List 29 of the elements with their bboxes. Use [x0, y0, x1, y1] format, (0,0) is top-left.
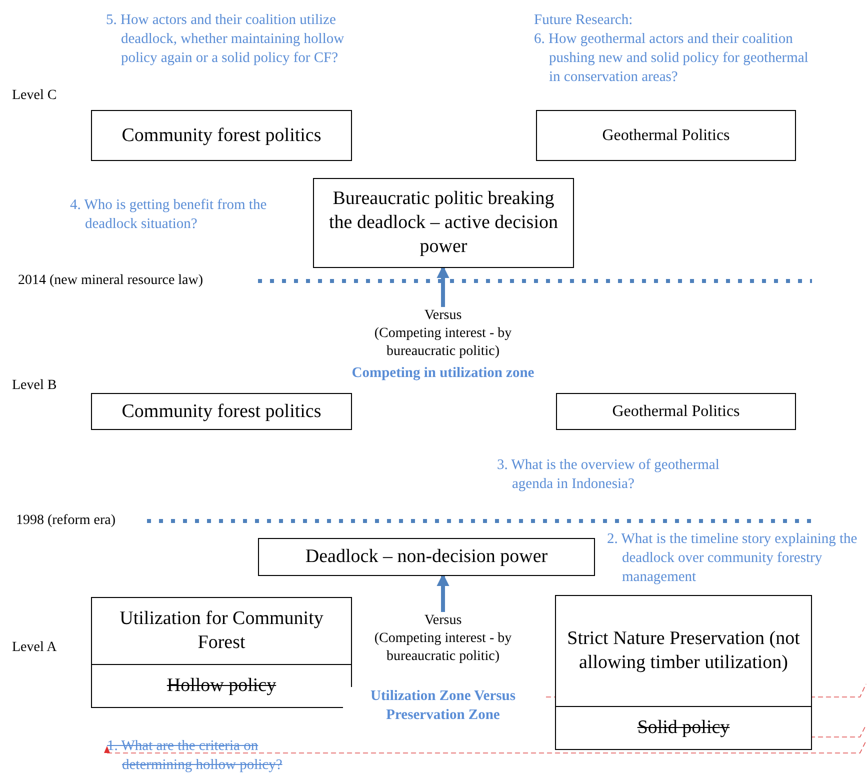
box-heading: Strict Nature Preservation (not allowing timber utilization)	[566, 627, 801, 675]
text-box: Community forest politics	[91, 393, 352, 430]
annotation-text: Competing in utilization zone	[350, 364, 536, 383]
annotation-text: 4. Who is getting benefit from the deadlock situation?	[70, 196, 268, 234]
annotation-text: Level A	[12, 639, 58, 657]
box-heading: Utilization for Community Forest	[118, 607, 324, 655]
policy-text: Hollow policy	[166, 674, 276, 698]
annotation-text: 3. What is the overview of geothermal agenda in Indonesia?	[497, 456, 720, 494]
split-box	[91, 597, 352, 708]
policy-text: Solid policy	[637, 716, 730, 740]
split-box	[555, 595, 812, 750]
text-box: Deadlock – non-decision power	[258, 538, 595, 576]
annotation-text: Level C	[12, 87, 58, 105]
versus-text: (Competing interest - by bureaucratic politic)	[373, 630, 513, 666]
annotation-text: 5. How actors and their coalition utilize deadlock, whether maintaining hollow policy again or a solid policy for CF?	[106, 11, 346, 68]
versus-text: Versus	[424, 612, 462, 630]
annotation-text: 1998 (reform era)	[16, 512, 117, 530]
annotation-text: 1. What are the criteria on determining hollow policy?	[107, 737, 284, 773]
text-box: Bureaucratic politic breaking the deadlock – active decision power	[313, 178, 574, 268]
versus-text: (Competing interest - by bureaucratic politic)	[373, 325, 513, 361]
annotation-text: 6. How geothermal actors and their coalition pushing new and solid policy for geothermal in conservation areas?	[534, 30, 810, 87]
text-box: Community forest politics	[91, 110, 352, 161]
annotation-text: Future Research:	[534, 11, 634, 30]
annotation-text: Level B	[12, 377, 58, 395]
text-box: Geothermal Politics	[556, 393, 796, 430]
annotation-text: 2014 (new mineral resource law)	[18, 272, 204, 290]
versus-text: Versus	[424, 307, 462, 325]
text-box: Geothermal Politics	[536, 110, 796, 161]
annotation-text: 2. What is the timeline story explaining the deadlock over community forestry management	[607, 530, 858, 587]
